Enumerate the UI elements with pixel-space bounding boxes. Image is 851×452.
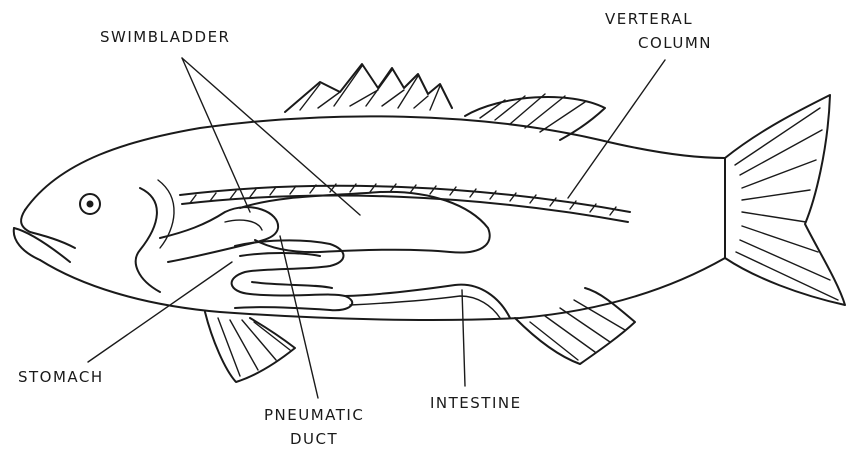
pelvic-fin: [205, 312, 295, 382]
intestine-leader: [462, 290, 465, 386]
leader-lines: [88, 58, 665, 398]
anal-fin: [515, 288, 635, 364]
caudal-fin: [725, 95, 845, 305]
stomach-label: STOMACH: [18, 368, 104, 386]
vertebral-column-label-line2: COLUMN: [638, 34, 712, 52]
pneumatic-duct-label-line2: DUCT: [290, 430, 338, 448]
fish-body: [14, 116, 725, 320]
soft-dorsal-fin: [465, 94, 605, 140]
swimbladder-leader-left: [182, 58, 250, 212]
pneumatic-duct-label-line1: PNEUMATIC: [264, 406, 364, 424]
vertebral-column: [180, 184, 630, 222]
vertebral-leader: [568, 60, 665, 198]
vertebral-column-label-line1: VERTERAL: [605, 10, 693, 28]
eye: [80, 194, 100, 214]
spiny-dorsal-fin: [285, 64, 452, 112]
swimbladder-label: SWIMBLADDER: [100, 28, 230, 46]
intestine-label: INTESTINE: [430, 394, 522, 412]
